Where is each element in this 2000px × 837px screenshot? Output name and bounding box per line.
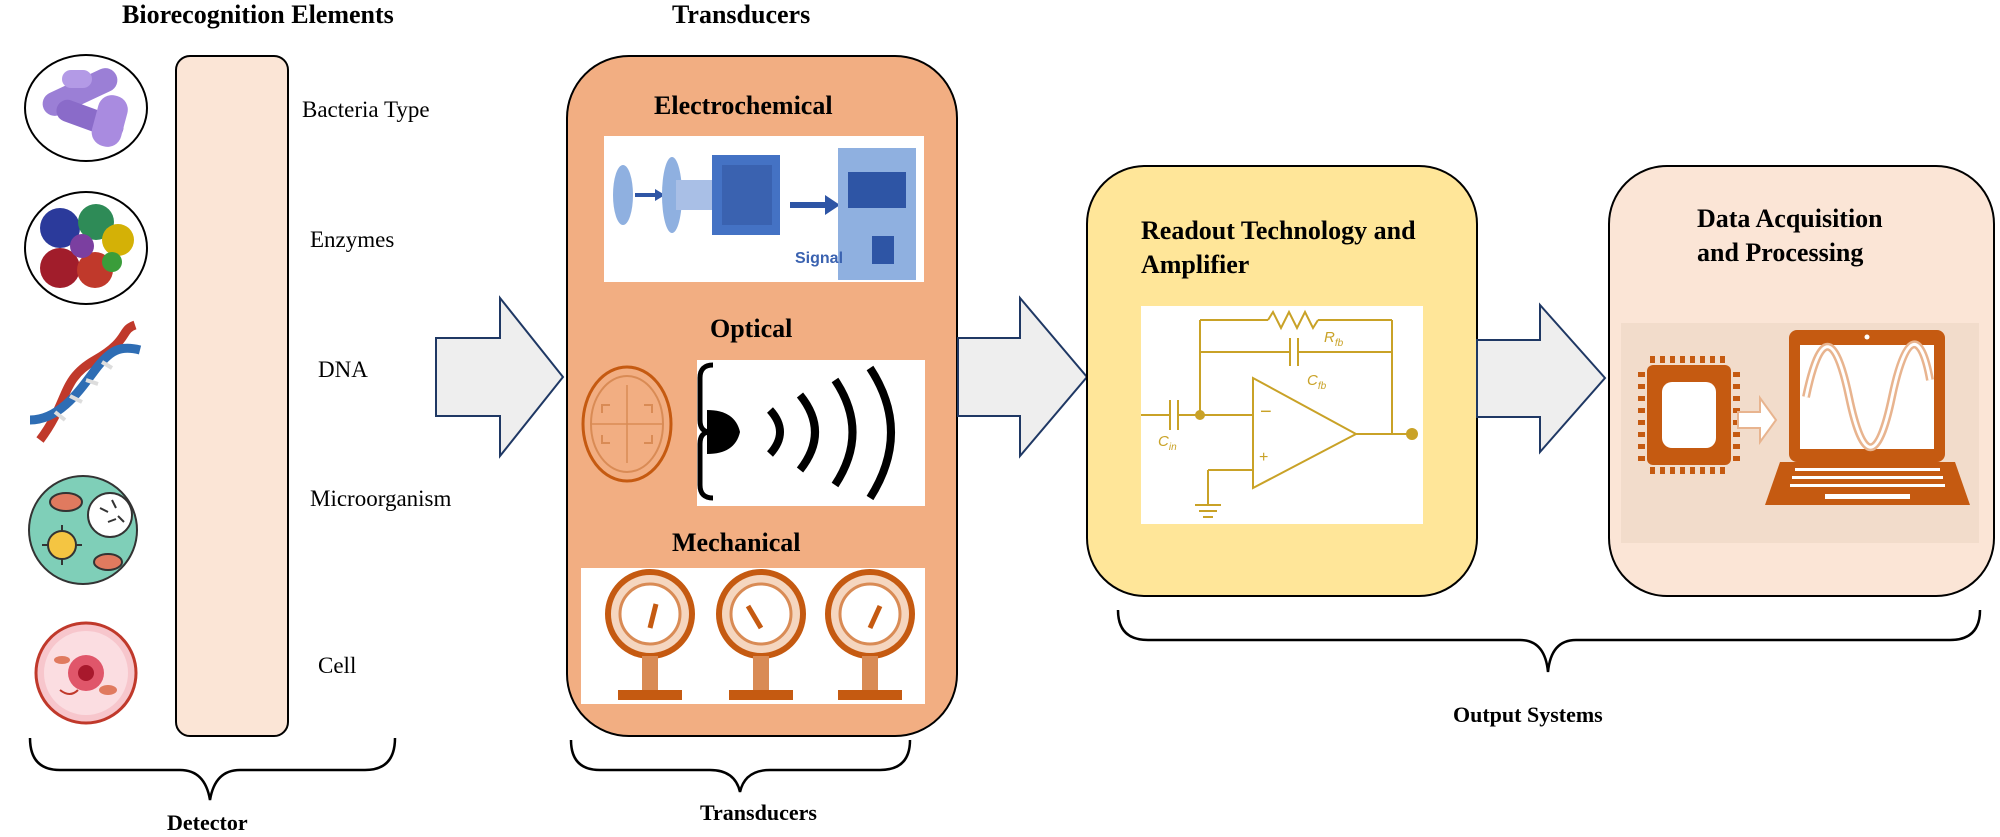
enzyme-icon [24, 191, 148, 305]
microorganism-icon [28, 475, 138, 585]
bio-item-dna: DNA [318, 357, 368, 382]
optical-title: Optical [710, 314, 793, 343]
detector-label: Detector [167, 810, 248, 835]
biorecognition-bar [175, 55, 289, 737]
data-acquisition-title-line1: Data Acquisition [1697, 204, 1883, 233]
bio-item-microorganism: Microorganism [310, 486, 452, 511]
data-acquisition-title-line2: and Processing [1697, 238, 1864, 267]
mechanical-illustration [581, 568, 925, 704]
electrochemical-title: Electrochemical [654, 91, 833, 120]
mechanical-title: Mechanical [672, 528, 801, 557]
output-systems-label: Output Systems [1453, 702, 1603, 727]
bacteria-icon [24, 54, 148, 162]
arrow-transducers-to-readout [957, 295, 1089, 459]
bio-item-enzymes: Enzymes [310, 227, 395, 252]
transducers-bracket [569, 739, 912, 793]
c-in-label: Cin [1158, 433, 1177, 453]
r-fb-label: Rfb [1324, 329, 1344, 349]
output-systems-bracket [1116, 609, 1982, 673]
readout-title-line1: Readout Technology and [1141, 216, 1416, 245]
laptop-icon [1765, 330, 1970, 505]
processing-illustration [1621, 323, 1979, 543]
c-fb-label: Cfb [1307, 372, 1327, 392]
bio-item-cell: Cell [318, 653, 357, 678]
chip-icon [1638, 356, 1740, 474]
svg-text:+: + [1259, 449, 1268, 466]
signal-label: Signal [795, 250, 843, 267]
arrow-readout-to-data [1476, 302, 1607, 455]
bio-item-bacteria: Bacteria Type [302, 97, 430, 122]
biorecognition-heading: Biorecognition Elements [122, 0, 394, 29]
readout-title-line2: Amplifier [1141, 250, 1250, 279]
transducers-label: Transducers [700, 800, 817, 825]
arrow-detector-to-transducers [435, 295, 565, 459]
amplifier-circuit: − + Rfb Cfb Cin [1141, 306, 1423, 524]
svg-text:−: − [1260, 401, 1272, 423]
cell-icon [34, 621, 138, 725]
arrow-chip-to-laptop [1737, 394, 1778, 446]
transducers-heading: Transducers [672, 0, 811, 29]
detector-bracket [28, 737, 397, 801]
electrochemical-illustration [604, 136, 924, 282]
dna-icon [29, 320, 142, 443]
optical-illustration [581, 360, 925, 506]
